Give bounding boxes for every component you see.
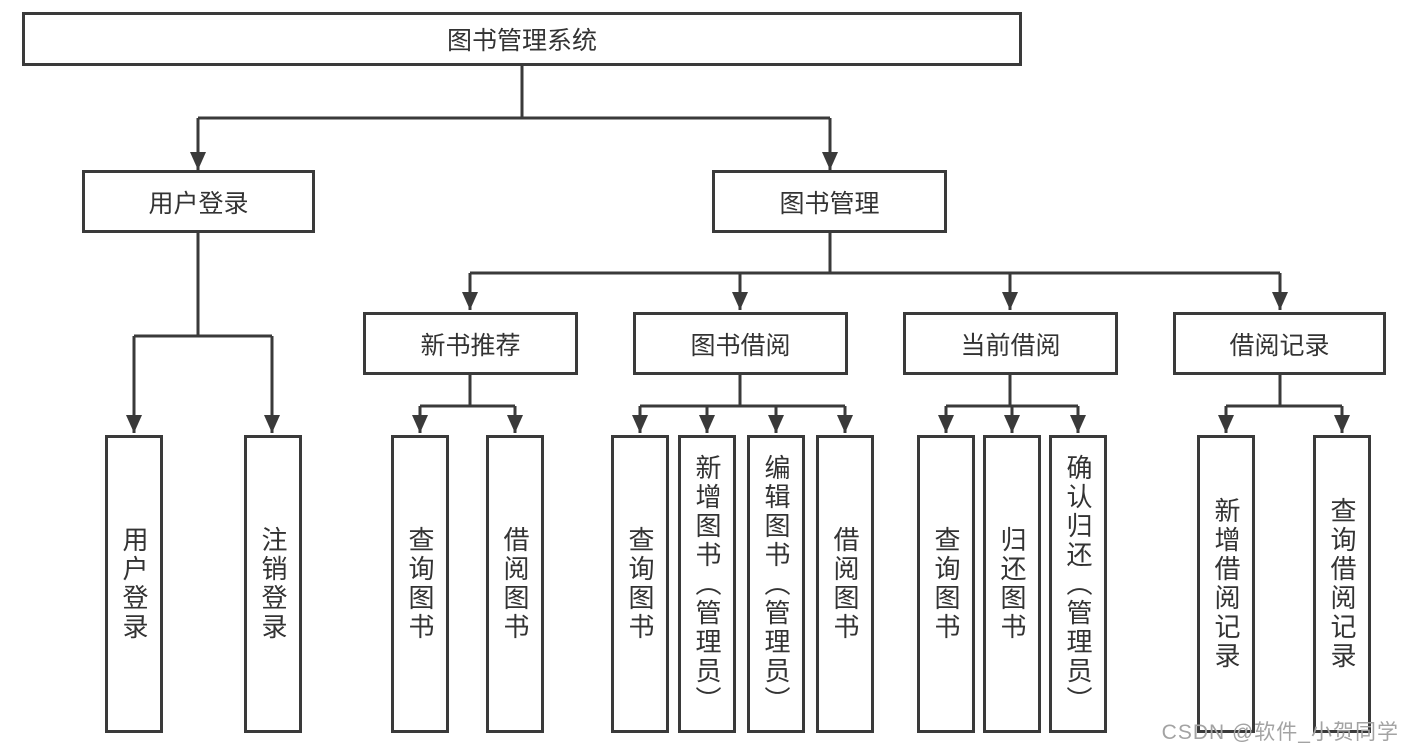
leaf-logout: 注销登录 xyxy=(244,435,302,733)
node-new-book-recommend: 新书推荐 xyxy=(363,312,578,375)
leaf-query-books-1: 查询图书 xyxy=(391,435,449,733)
leaf-user-login: 用户登录 xyxy=(105,435,163,733)
node-book-borrow: 图书借阅 xyxy=(633,312,848,375)
leaf-add-borrow-record: 新增借阅记录 xyxy=(1197,435,1255,733)
leaf-query-borrow-record: 查询借阅记录 xyxy=(1313,435,1371,733)
node-book-management: 图书管理 xyxy=(712,170,947,233)
leaf-edit-book-admin: 编辑图书（管理员） xyxy=(747,435,805,733)
leaf-return-book: 归还图书 xyxy=(983,435,1041,733)
watermark: CSDN @软件_小贺同学 xyxy=(1161,721,1399,744)
leaf-confirm-return-admin: 确认归还（管理员） xyxy=(1049,435,1107,733)
node-root: 图书管理系统 xyxy=(22,12,1022,66)
leaf-query-books-2: 查询图书 xyxy=(611,435,669,733)
node-current-borrow: 当前借阅 xyxy=(903,312,1118,375)
leaf-query-books-3: 查询图书 xyxy=(917,435,975,733)
node-borrow-records: 借阅记录 xyxy=(1173,312,1386,375)
leaf-add-book-admin: 新增图书（管理员） xyxy=(678,435,736,733)
leaf-borrow-books-1: 借阅图书 xyxy=(486,435,544,733)
node-user-login: 用户登录 xyxy=(82,170,315,233)
leaf-borrow-books-2: 借阅图书 xyxy=(816,435,874,733)
connector-rails xyxy=(134,66,1342,408)
